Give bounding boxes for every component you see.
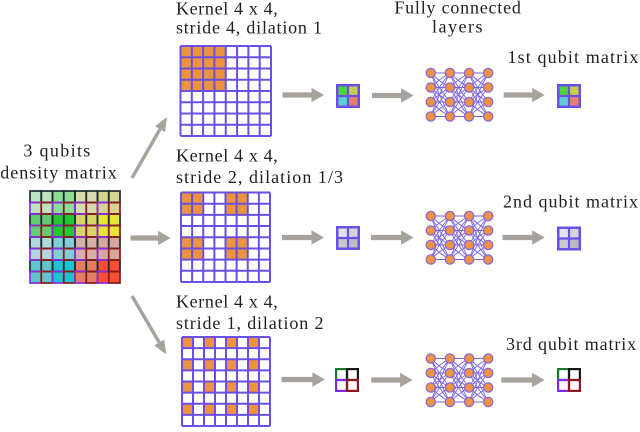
svg-text:density matrix: density matrix — [0, 163, 117, 183]
svg-text:stride 4, dilation 1: stride 4, dilation 1 — [176, 18, 323, 38]
svg-text:layers: layers — [432, 17, 484, 37]
svg-text:Kernel 4 x 4,: Kernel 4 x 4, — [176, 146, 278, 166]
svg-text:Kernel 4 x 4,: Kernel 4 x 4, — [176, 292, 278, 312]
svg-text:1st qubit matrix: 1st qubit matrix — [507, 47, 639, 67]
svg-text:Fully connected: Fully connected — [394, 0, 521, 18]
svg-text:stride 1, dilation 2: stride 1, dilation 2 — [176, 313, 324, 333]
svg-text:Kernel 4 x 4,: Kernel 4 x 4, — [176, 0, 278, 19]
svg-text:2nd qubit matrix: 2nd qubit matrix — [503, 192, 639, 212]
svg-text:stride 2, dilation 1/3: stride 2, dilation 1/3 — [176, 167, 344, 187]
svg-text:3rd qubit matrix: 3rd qubit matrix — [506, 334, 637, 354]
svg-text:3 qubits: 3 qubits — [23, 141, 91, 161]
